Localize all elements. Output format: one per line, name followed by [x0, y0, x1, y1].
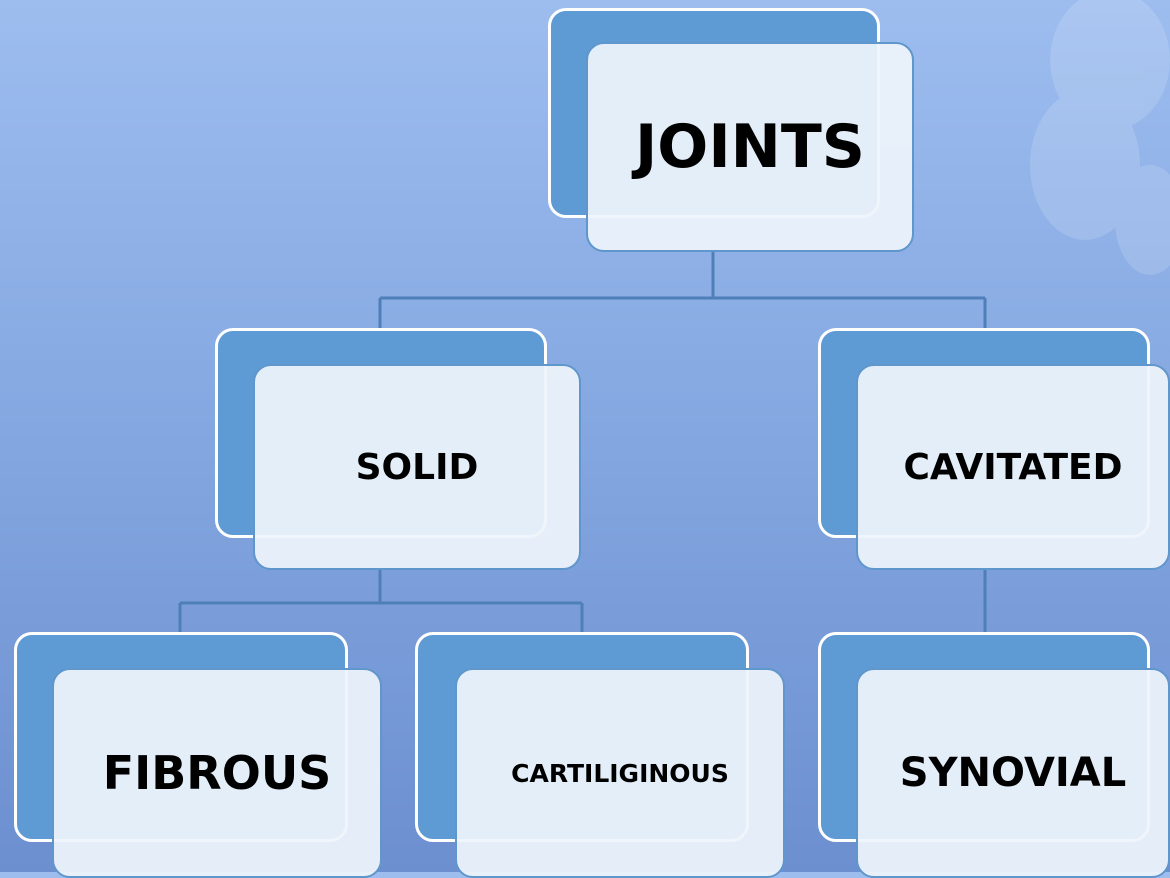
node-cavitated: CAVITATED	[818, 328, 1170, 572]
node-cartiliginous-label: CARTILIGINOUS	[511, 758, 729, 788]
node-cavitated-label: CAVITATED	[903, 446, 1123, 488]
node-solid-label: SOLID	[355, 446, 479, 488]
node-cartiliginous-front-card: CARTILIGINOUS	[455, 668, 785, 878]
node-synovial-label: SYNOVIAL	[899, 750, 1127, 796]
node-joints-label: JOINTS	[634, 112, 865, 182]
node-synovial-front-card: SYNOVIAL	[856, 668, 1170, 878]
node-joints-front-card: JOINTS	[586, 42, 914, 252]
node-fibrous-label: FIBROUS	[102, 746, 332, 800]
node-synovial: SYNOVIAL	[818, 632, 1170, 878]
node-solid-front-card: SOLID	[253, 364, 581, 570]
node-cavitated-front-card: CAVITATED	[856, 364, 1170, 570]
node-solid: SOLID	[215, 328, 581, 572]
node-fibrous-front-card: FIBROUS	[52, 668, 382, 878]
node-fibrous: FIBROUS	[14, 632, 382, 878]
node-joints: JOINTS	[548, 8, 914, 252]
node-cartiliginous: CARTILIGINOUS	[415, 632, 785, 878]
